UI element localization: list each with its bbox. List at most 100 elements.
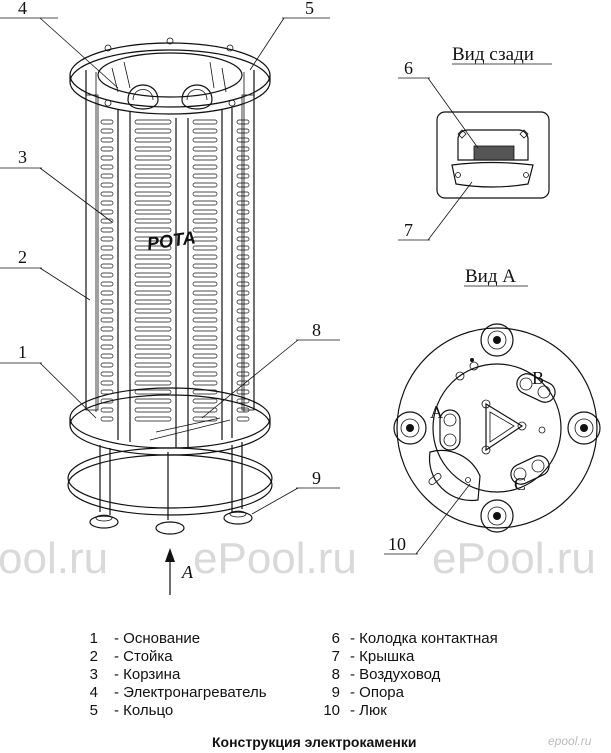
label-2: 2 [18, 247, 27, 267]
basket-slot [236, 245, 250, 251]
basket-slot [236, 290, 250, 296]
basket-slot [236, 254, 250, 260]
view-a-hatch [428, 449, 481, 502]
basket-slot [192, 200, 218, 206]
legend-number: 9 [332, 684, 340, 701]
legend-text: - Воздуховод [350, 666, 441, 683]
basket-slot [192, 389, 218, 395]
basket-slot [192, 353, 218, 359]
basket-slot [192, 335, 218, 341]
base-ring-upper [69, 387, 271, 449]
basket-slot [192, 209, 218, 215]
base-ring-lower [69, 394, 271, 456]
basket-slot [236, 317, 250, 323]
basket-slot [236, 137, 250, 143]
basket-slot [134, 119, 172, 125]
label-5: 5 [305, 0, 314, 18]
basket-slot [236, 299, 250, 305]
basket-slot [134, 146, 172, 152]
basket-slot [236, 371, 250, 377]
legend-text: - Корзина [114, 666, 181, 683]
basket-slot [192, 281, 218, 287]
watermark-right: ePool.ru [432, 534, 596, 583]
basket-slot [236, 146, 250, 152]
legend-text: - Основание [114, 630, 200, 647]
basket-slot [134, 191, 172, 197]
legend-number: 4 [90, 684, 98, 701]
basket-slot [236, 173, 250, 179]
basket-slot [192, 146, 218, 152]
basket-slot [236, 344, 250, 350]
basket-slot [236, 155, 250, 161]
phase-a: A [430, 402, 443, 422]
basket-slot [236, 281, 250, 287]
view-a-inner-plate [432, 363, 562, 493]
basket-slot [134, 308, 172, 314]
basket-slot [100, 146, 114, 152]
basket-slot [100, 245, 114, 251]
basket-slot [192, 254, 218, 260]
legend-text: - Колодка контактная [350, 630, 498, 647]
basket-slot [192, 344, 218, 350]
basket-slot [100, 272, 114, 278]
basket-slot [192, 272, 218, 278]
basket-slot [192, 380, 218, 386]
basket-slot [236, 272, 250, 278]
basket-slot [192, 128, 218, 134]
basket-slot [100, 164, 114, 170]
basket-slot [192, 218, 218, 224]
basket-slot [100, 380, 114, 386]
basket-slot [236, 191, 250, 197]
heater-logo: POTA [146, 227, 197, 254]
basket-slot [100, 128, 114, 134]
legend-text: - Электронагреватель [114, 684, 267, 701]
basket-slot [134, 281, 172, 287]
basket-slot [134, 380, 172, 386]
basket-slot [236, 218, 250, 224]
basket-slot [134, 416, 172, 422]
basket-slot [236, 236, 250, 242]
figure-caption: Конструкция электрокаменки [212, 734, 416, 750]
view-a-arrow-label: А [181, 562, 194, 582]
basket-slot [236, 227, 250, 233]
basket-slot [100, 119, 114, 125]
basket-slot [134, 362, 172, 368]
watermark-center: ePool.ru [193, 534, 357, 583]
basket-slot [134, 254, 172, 260]
basket-slot [134, 209, 172, 215]
view-a-title: Вид А [465, 266, 516, 287]
basket-slot [134, 263, 172, 269]
view-a-terminals [439, 373, 556, 485]
label-9: 9 [312, 468, 321, 488]
basket-slot [236, 119, 250, 125]
rear-view-drawing [436, 111, 550, 199]
basket-slot [134, 398, 172, 404]
label-6: 6 [404, 58, 413, 78]
phase-c: C [514, 474, 526, 494]
basket-slot [134, 326, 172, 332]
basket-slot [192, 245, 218, 251]
basket-slot [192, 416, 218, 422]
legend-text: - Опора [350, 684, 405, 701]
basket-slot [236, 407, 250, 413]
basket-slot [134, 317, 172, 323]
basket-slot [134, 173, 172, 179]
label-10: 10 [388, 534, 406, 554]
basket-slot [100, 236, 114, 242]
basket-slot [134, 299, 172, 305]
basket-slot [134, 335, 172, 341]
legend-number: 8 [332, 666, 340, 683]
basket-slot [100, 344, 114, 350]
basket-slot [134, 137, 172, 143]
view-a-bus-triangle [485, 402, 524, 452]
basket-slot [192, 119, 218, 125]
basket-slot [100, 326, 114, 332]
basket-slot [134, 344, 172, 350]
rear-view-title: Вид сзади [452, 44, 534, 65]
basket-slot [192, 236, 218, 242]
basket-slot [236, 326, 250, 332]
watermark-left: ool.ru [0, 534, 108, 583]
basket-slot [192, 299, 218, 305]
basket-slot [100, 371, 114, 377]
